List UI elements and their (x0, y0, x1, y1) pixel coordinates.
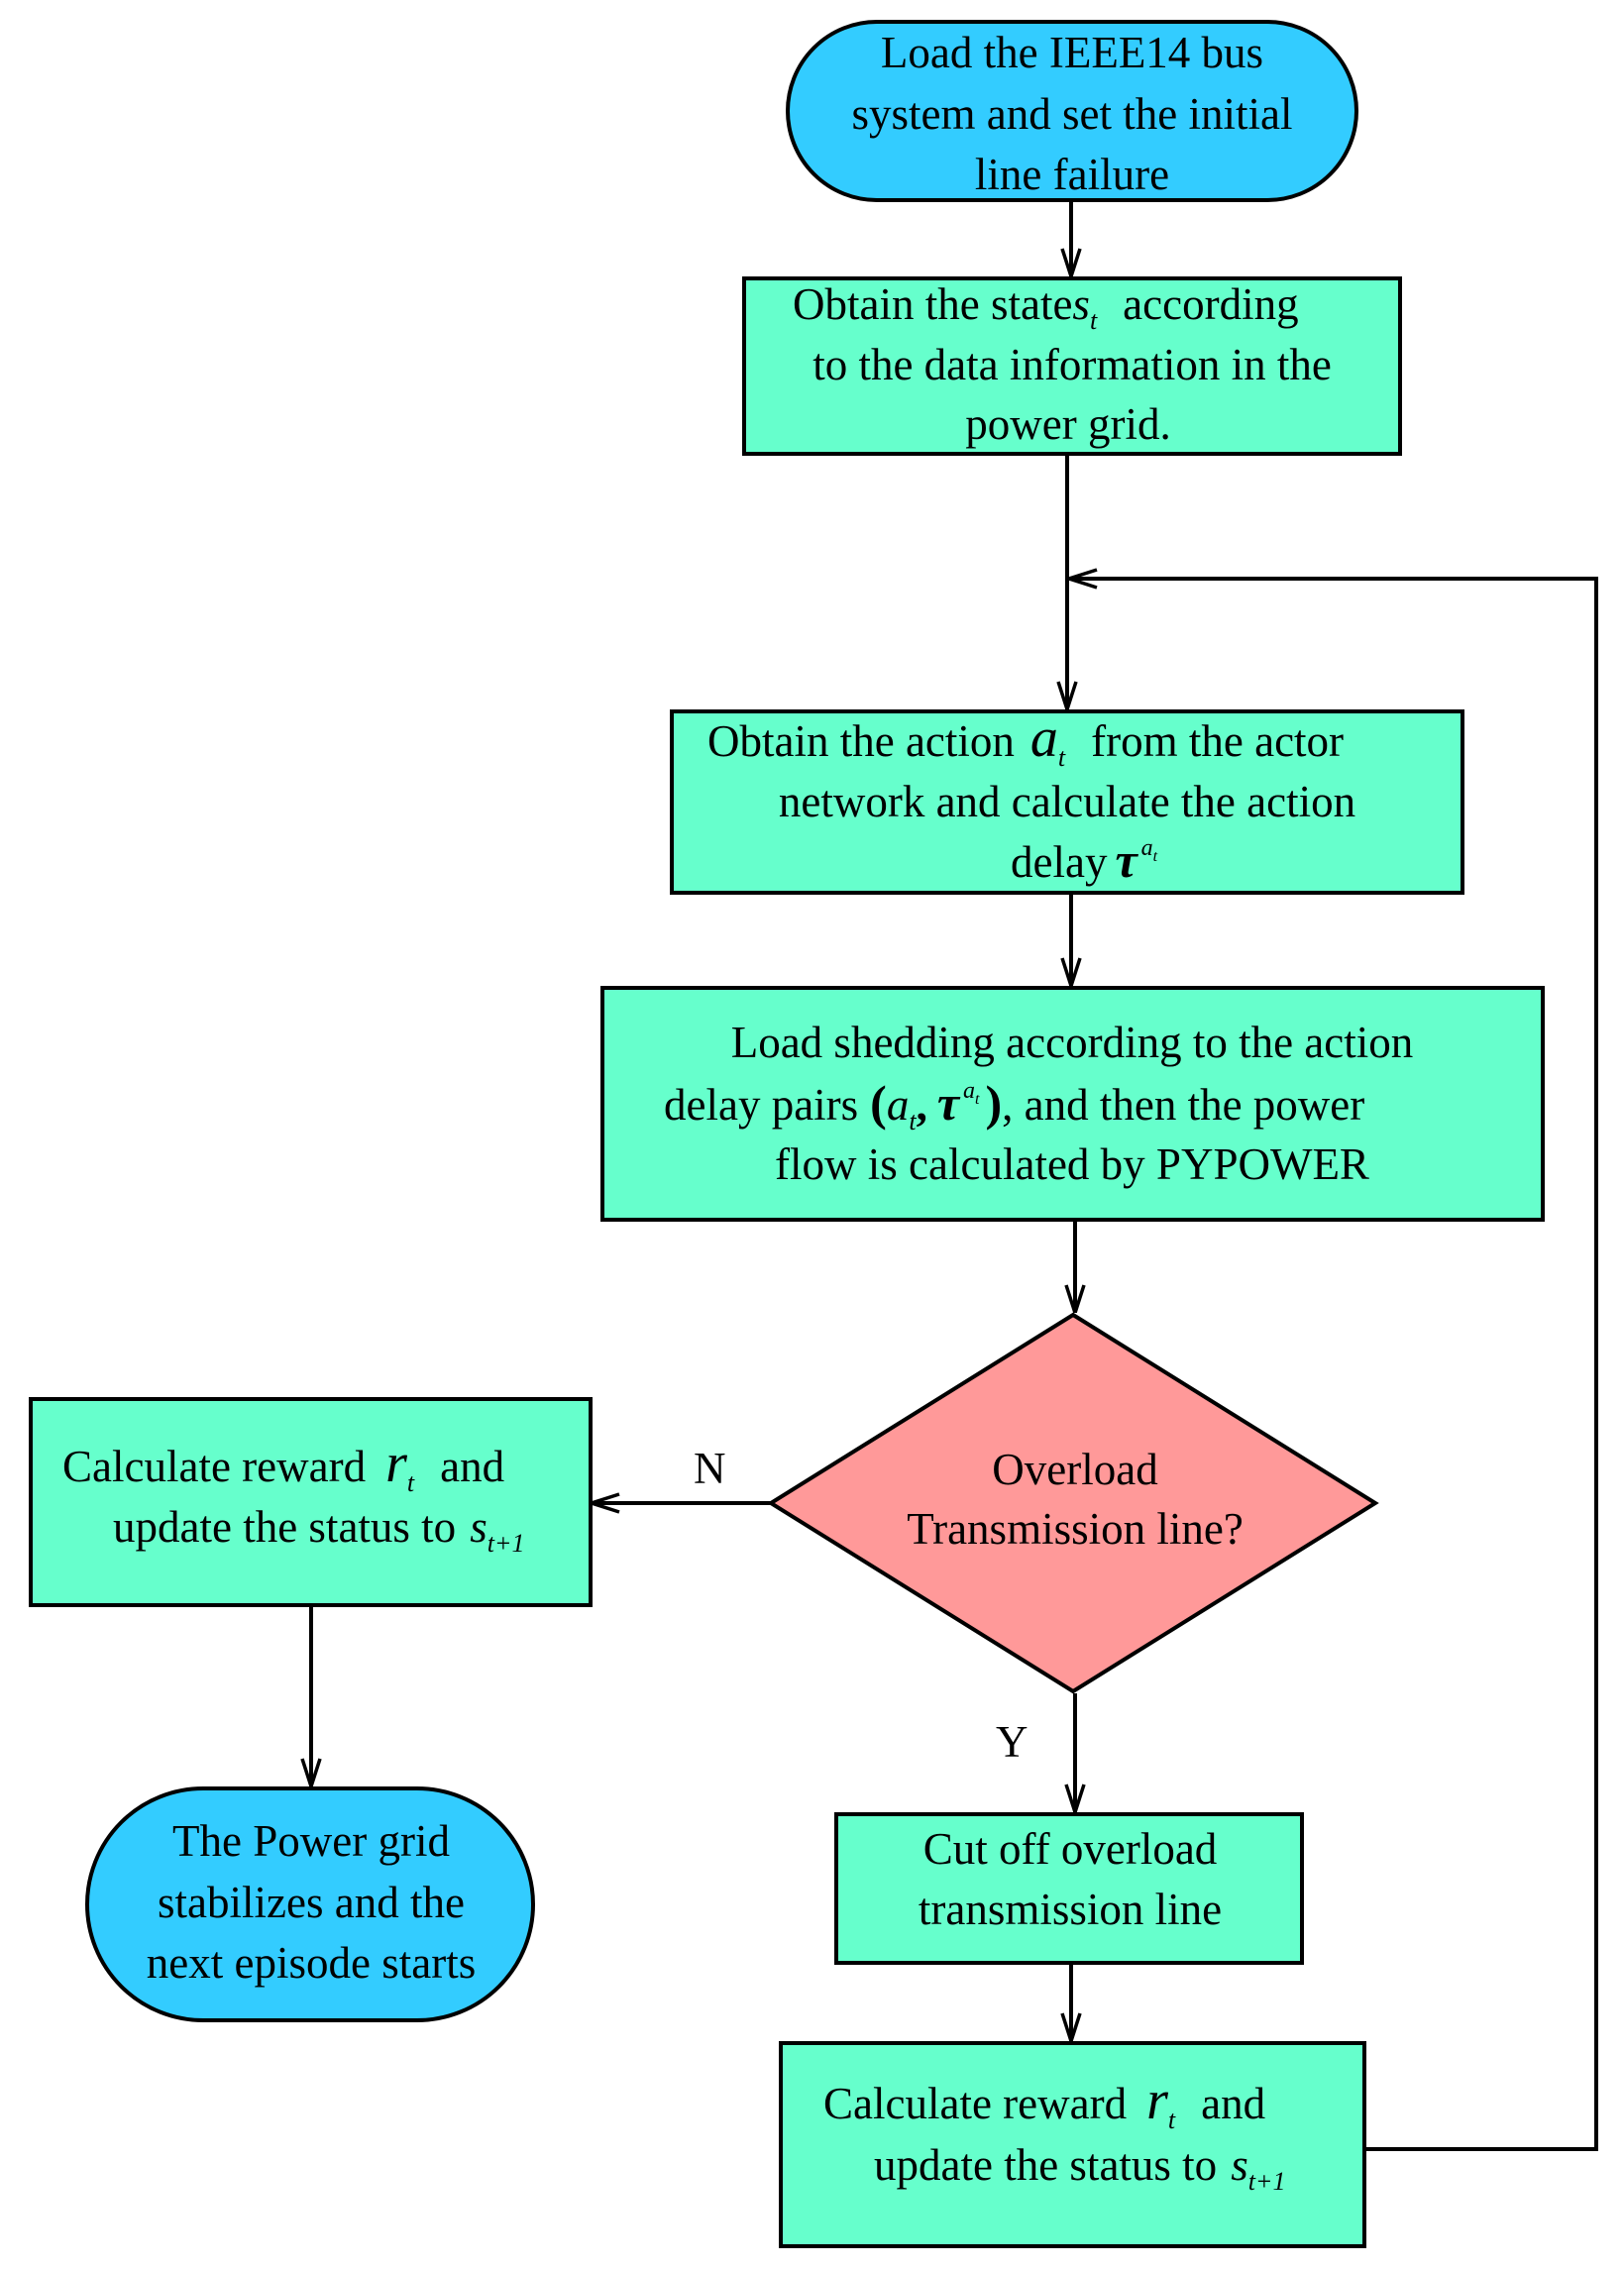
start-label-line-3: line failure (975, 150, 1169, 199)
end-terminal-shape (85, 1786, 535, 2022)
cut-off-line-1: Cut off overload (923, 1824, 1218, 1874)
arrow-feedback-loop (1069, 579, 1598, 2151)
state-symbol: s (1072, 279, 1090, 329)
obtain-state-line-2: to the data information in the (812, 340, 1332, 389)
connectors (311, 201, 1598, 2151)
obtain-state-line-3: power grid. (965, 399, 1170, 449)
no-branch-label: N (694, 1444, 726, 1493)
load-shedding-shape (600, 986, 1545, 1222)
load-shedding-box: Load shedding according to the action de… (600, 986, 1545, 1222)
reward-symbol: r (1146, 2070, 1168, 2131)
end-label-line-3: next episode starts (147, 1938, 476, 1988)
end-label-line-2: stabilizes and the (158, 1878, 465, 1927)
obtain-action-shape (670, 709, 1464, 895)
next-state-symbol: s (470, 1502, 487, 1552)
end-label-line-1: The Power grid (172, 1816, 450, 1866)
start-label-line-2: system and set the initial (852, 89, 1293, 139)
action-symbol: a (1030, 707, 1058, 769)
yes-branch-label: Y (996, 1717, 1029, 1767)
cut-off-line-2: transmission line (919, 1885, 1222, 1934)
load-shedding-line-1: Load shedding according to the action (731, 1018, 1414, 1067)
overload-decision-shape (767, 1312, 1379, 1694)
decision-line-2: Transmission line? (907, 1504, 1244, 1554)
obtain-action-line-2: network and calculate the action (779, 777, 1355, 826)
reward-symbol: r (385, 1433, 407, 1494)
reward-right-shape (779, 2041, 1366, 2248)
obtain-state-shape (742, 276, 1402, 456)
start-terminal: Load the IEEE14 bus system and set the i… (786, 20, 1358, 202)
cut-off-shape (834, 1812, 1304, 1965)
end-terminal: The Power grid stabilizes and the next e… (85, 1786, 535, 2022)
tau-symbol: τ (1115, 832, 1138, 888)
reward-left-shape (29, 1397, 593, 1607)
load-shedding-line-3: flow is calculated by PYPOWER (775, 1139, 1369, 1189)
cut-off-box: Cut off overload transmission line (834, 1812, 1304, 1965)
next-state-symbol: s (1231, 2140, 1248, 2190)
start-terminal-shape (786, 20, 1358, 202)
decision-line-1: Overload (992, 1445, 1157, 1494)
start-label-line-1: Load the IEEE14 bus (881, 28, 1263, 77)
overload-decision: Overload Transmission line? (767, 1312, 1379, 1694)
